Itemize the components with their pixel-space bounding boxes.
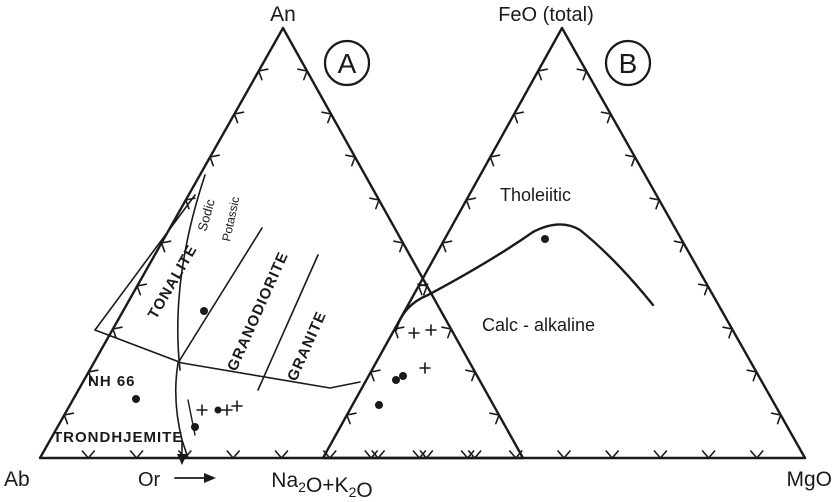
panel-b-badge-circle xyxy=(604,39,652,87)
panel-b-point xyxy=(541,235,549,243)
triangle-edge-tick xyxy=(557,450,571,459)
triangle-edge-tick xyxy=(576,68,588,81)
triangle-edge-tick xyxy=(513,111,525,124)
panel-a-point xyxy=(191,423,199,431)
triangle-edge-tick xyxy=(81,450,96,459)
triangle-edge-tick xyxy=(185,197,196,210)
field-label-granodiorite: GRANODIORITE xyxy=(224,249,292,373)
triangle-edge-tick xyxy=(393,240,404,253)
or-arrow-head xyxy=(204,473,216,483)
tonalite-upper-boundary xyxy=(94,194,196,331)
triangle-edge-tick xyxy=(465,369,476,382)
triangle-edge-tick xyxy=(136,283,148,296)
field-label-tonalite: TONALITE xyxy=(145,242,201,322)
panel-b-point xyxy=(399,372,407,380)
panel-a-plus-marker xyxy=(231,400,243,412)
triangle-edge-tick xyxy=(233,111,245,124)
panel-b-triangle-outline xyxy=(321,26,807,460)
panel-b-ticks xyxy=(346,68,782,459)
vertex-label-feo-total: FeO (total) xyxy=(498,4,594,26)
panel-a-plus-marker xyxy=(221,404,233,416)
panel-b-plus-marker xyxy=(425,324,437,336)
triangle-edge-tick xyxy=(605,450,619,459)
triangle-edge-tick xyxy=(489,154,501,167)
vertex-label-an: An xyxy=(270,3,296,26)
triangle-edge-tick xyxy=(746,369,758,382)
panel-a: Sodic Potassic TONALITE GRANODIORITE GRA… xyxy=(4,3,525,491)
vertex-label-ab: Ab xyxy=(4,468,30,491)
triangle-edge-tick xyxy=(63,412,75,425)
triangle-edge-tick xyxy=(673,240,685,253)
series-label-sodic: Sodic xyxy=(194,197,218,233)
panel-a-badge-label: A xyxy=(338,48,357,79)
granodiorite-granite-boundary xyxy=(257,254,319,391)
triangle-edge-tick xyxy=(441,240,453,253)
triangle-edge-tick xyxy=(393,326,405,339)
triangle-edge-tick xyxy=(112,326,123,339)
triangle-edge-tick xyxy=(489,412,500,425)
sample-label-nh66: NH 66 xyxy=(88,373,136,390)
tholeiitic-calc-alkaline-boundary xyxy=(394,223,655,332)
panel-a-plus-marker xyxy=(196,404,208,416)
triangle-edge-tick xyxy=(701,450,716,459)
triangle-edge-tick xyxy=(537,68,548,81)
panel-b-point xyxy=(375,401,383,409)
triangle-edge-tick xyxy=(722,326,733,339)
triangle-edge-tick xyxy=(87,369,99,382)
panel-b: Tholeiitic Calc - alkaline B FeO (total)… xyxy=(321,4,832,491)
triangle-edge-tick xyxy=(297,68,308,81)
panel-b-badge-label: B xyxy=(619,48,638,79)
triangle-edge-tick xyxy=(321,111,332,124)
triangle-edge-tick xyxy=(653,450,668,459)
triangle-edge-tick xyxy=(346,412,357,425)
triangle-edge-tick xyxy=(465,197,477,210)
triangle-edge-tick xyxy=(209,154,220,167)
triangle-edge-tick xyxy=(412,450,427,459)
triangle-edge-tick xyxy=(441,326,452,339)
panel-b-plus-marker xyxy=(408,327,420,339)
triangle-edge-tick xyxy=(460,450,475,459)
triangle-edge-tick xyxy=(364,450,378,459)
triangle-edge-tick xyxy=(160,240,172,253)
trondhjemite-down-arrow-head xyxy=(177,454,187,465)
triangle-edge-tick xyxy=(345,154,356,167)
triangle-edge-tick xyxy=(600,111,612,124)
triangle-edge-tick xyxy=(509,450,523,459)
panel-a-triangle-outline xyxy=(38,26,525,460)
panel-a-badge-circle xyxy=(323,39,371,87)
series-label-potassic: Potassic xyxy=(219,195,242,242)
triangle-edge-tick xyxy=(649,197,660,210)
sodic-potassic-divider xyxy=(177,174,206,371)
panel-b-data-points xyxy=(375,235,549,409)
panel-a-point xyxy=(132,395,140,403)
panel-b-point xyxy=(392,376,400,384)
panel-a-data-points xyxy=(132,307,243,431)
triangle-edge-tick xyxy=(417,283,429,296)
triangle-edge-tick xyxy=(750,450,764,459)
panel-b-plus-marker xyxy=(419,362,431,374)
triangle-edge-tick xyxy=(770,412,782,425)
field-label-trondhjemite: TRONDHJEMITE xyxy=(53,429,183,446)
vertex-label-mgo: MgO xyxy=(786,468,832,491)
triangle-edge-tick xyxy=(369,197,380,210)
tonalite-lower-boundary xyxy=(94,329,361,389)
vertex-label-na2o-k2o-text: Na2O+K2O xyxy=(271,469,372,502)
panel-a-point xyxy=(214,406,222,414)
vertex-label-na2o-k2o: Na2O+K2O xyxy=(271,469,372,502)
field-label-calc-alkaline: Calc - alkaline xyxy=(482,315,595,335)
panel-a-point xyxy=(200,307,208,315)
triangle-edge-tick xyxy=(625,154,636,167)
field-label-granite: GRANITE xyxy=(284,309,330,384)
triangle-edge-tick xyxy=(370,369,381,382)
triangle-edge-tick xyxy=(257,68,269,81)
triangle-edge-tick xyxy=(226,450,240,459)
triangle-edge-tick xyxy=(274,450,289,459)
granodiorite-left-boundary xyxy=(177,227,263,364)
triangle-edge-tick xyxy=(697,283,709,296)
axis-label-or: Or xyxy=(138,469,161,491)
field-label-tholeiitic: Tholeiitic xyxy=(500,185,571,205)
triangle-edge-tick xyxy=(129,450,144,459)
